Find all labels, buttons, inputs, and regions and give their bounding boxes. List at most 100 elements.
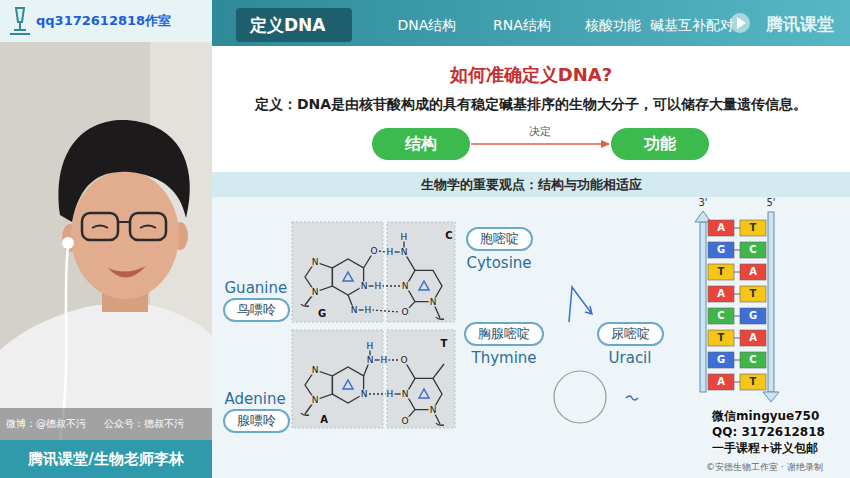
definition-text: 定义：DNA是由核苷酸构成的具有稳定碱基排序的生物大分子，可以储存大量遗传信息。 <box>255 96 807 113</box>
base-english-name: Guanine <box>225 279 288 297</box>
person-shirt <box>0 305 212 478</box>
base-cell <box>708 242 734 258</box>
watermark: 微信mingyue750 <box>712 409 819 423</box>
base-cell <box>740 242 766 258</box>
backbone <box>768 212 774 392</box>
backbone-arrow <box>763 392 779 402</box>
hydrogen-bond <box>372 310 400 312</box>
base-pair-link <box>734 360 740 361</box>
ladder-base: T <box>718 266 725 278</box>
pill-text: 结构 <box>405 134 437 153</box>
base-pair-link <box>734 294 740 295</box>
atom-label: H <box>386 248 395 257</box>
base-cell <box>740 264 766 280</box>
molecule-box <box>387 222 455 322</box>
atom-label: O <box>400 417 409 426</box>
base-name-pill: Guanine鸟嘌呤 <box>223 298 290 322</box>
atom-label: N <box>311 258 320 267</box>
person-face <box>71 171 179 299</box>
ladder-base: T <box>750 222 757 234</box>
earphone <box>62 237 74 249</box>
base-name-pill: 尿嘧啶Uracil <box>597 322 664 346</box>
ladder-base: C <box>749 354 756 366</box>
base-cell <box>740 352 766 368</box>
base-cell <box>708 330 734 346</box>
slide <box>212 0 850 478</box>
base-pair-link <box>734 228 740 229</box>
base-cell <box>708 374 734 390</box>
pen-scribble <box>569 287 592 322</box>
atom-label: N <box>350 306 359 315</box>
person-mouth <box>108 266 146 278</box>
base-cell <box>708 220 734 236</box>
base-cell <box>740 308 766 324</box>
atom-label: H <box>374 282 383 291</box>
arrow-connector <box>471 143 609 145</box>
hydrogen-bond <box>382 285 400 286</box>
pen-scribble <box>626 396 638 400</box>
base-pair-link <box>734 382 740 383</box>
base-letter: A <box>320 414 328 426</box>
hydrogen-bond <box>388 359 399 360</box>
edge-label: 决定 <box>529 125 551 138</box>
base-pair-link <box>734 316 740 317</box>
copyright: ©安德生物工作室 · 谢绝录制 <box>706 462 823 473</box>
base-english-name: Adenine <box>225 390 286 408</box>
lower-panel <box>212 197 850 478</box>
ladder-base: A <box>717 376 725 388</box>
atom-label: N <box>401 282 410 291</box>
pill-text: 鸟嘌呤 <box>237 302 276 318</box>
ladder-base: A <box>717 288 725 300</box>
base-name-pill: 胞嘧啶Cytosine <box>466 227 533 251</box>
video-background <box>0 0 212 478</box>
glasses-lens <box>82 213 118 240</box>
nav-item: 碱基互补配对 <box>650 17 734 34</box>
base-pair-link <box>734 250 740 251</box>
atom-label: N <box>311 288 320 297</box>
glasses-bridge <box>118 221 130 223</box>
atom-label: N <box>360 282 369 291</box>
molecule-box <box>387 330 455 428</box>
atom-label: H <box>364 306 373 315</box>
atom-label: N <box>311 396 320 405</box>
watermark: QQ: 3172612818 <box>712 425 825 439</box>
base-cell <box>740 220 766 236</box>
base-cell <box>708 264 734 280</box>
atom-label: H <box>400 233 409 242</box>
pill-text: 尿嘧啶 <box>611 326 650 342</box>
atom-label: H <box>366 342 375 351</box>
ladder-base: T <box>718 332 725 344</box>
watermark: qq3172612818作室 <box>36 13 171 29</box>
base-pair-link <box>734 338 740 339</box>
ladder-base: C <box>717 310 724 322</box>
base-cell <box>740 286 766 302</box>
pill-text: 功能 <box>644 134 676 153</box>
base-letter: T <box>441 338 448 350</box>
base-pair-link <box>734 272 740 273</box>
base-cell <box>708 286 734 302</box>
atom-label: H <box>380 356 389 365</box>
nav-item: 核酸功能 <box>585 17 641 34</box>
atom-label: O <box>369 247 378 256</box>
watermark: 腾讯课堂 <box>766 14 834 34</box>
social-handle: 微博：@德叔不污 <box>6 418 86 430</box>
logo-panel <box>0 0 212 42</box>
caption-strip <box>0 408 212 440</box>
concept-pill: 功能 <box>611 128 709 160</box>
nav-item: RNA结构 <box>493 17 551 34</box>
chemical-bond <box>433 364 444 378</box>
channel-bar <box>0 440 212 478</box>
atom-label: N <box>401 390 410 399</box>
base-letter: C <box>445 230 452 242</box>
pen-triangle <box>343 272 353 281</box>
atom-label: O <box>399 356 408 365</box>
base-english-name: Thymine <box>471 349 536 367</box>
atom-label: N <box>366 356 375 365</box>
viewpoint-text: 生物学的重要观点：结构与功能相适应 <box>421 177 642 193</box>
atom-label: O <box>400 308 409 317</box>
person-eye <box>92 226 108 229</box>
pill-text: 腺嘌呤 <box>237 413 276 429</box>
